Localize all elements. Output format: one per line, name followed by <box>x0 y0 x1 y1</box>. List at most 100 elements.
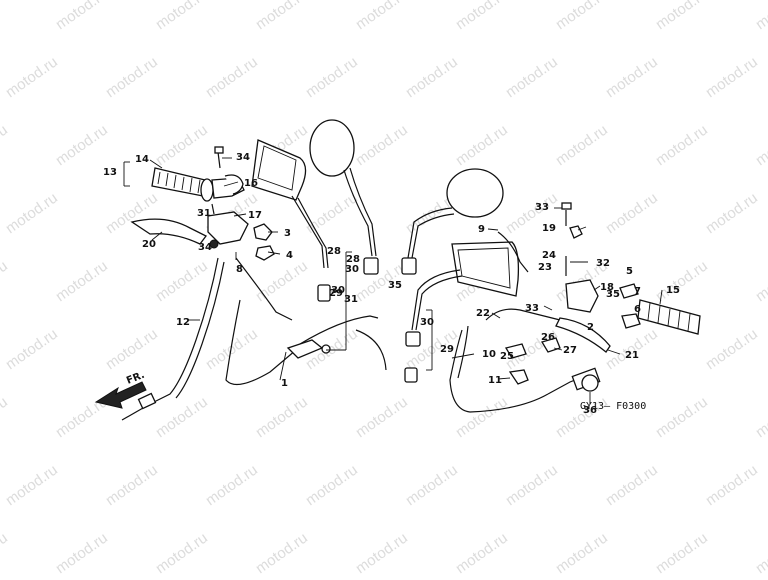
callout-label-1: 1 <box>281 378 288 389</box>
watermark-text: motod.ru <box>53 121 111 169</box>
callout-label-35: 35 <box>388 280 402 291</box>
watermark-text: motod.ru <box>203 325 261 373</box>
callout-label-20: 20 <box>142 239 156 250</box>
callout-labels: 1234567891011121314151617181920212223242… <box>103 152 680 416</box>
watermark-text: motod.ru <box>353 393 411 441</box>
watermark-text: motod.ru <box>153 393 211 441</box>
watermark-text: motod.ru <box>353 0 411 33</box>
callout-label-30: 30 <box>345 264 359 275</box>
watermark-text: motod.ru <box>203 461 261 509</box>
watermark-text: motod.ru <box>353 529 411 576</box>
callout-label-31: 31 <box>344 294 358 305</box>
watermark-text: motod.ru <box>553 0 611 33</box>
watermark-text: motod.ru <box>53 257 111 305</box>
callout-label-18: 18 <box>600 282 614 293</box>
right-throttle-assembly <box>504 202 701 392</box>
right-mirror <box>401 168 520 383</box>
watermark-text: motod.ru <box>0 0 11 33</box>
watermark-text: motod.ru <box>553 121 611 169</box>
callout-label-34: 34 <box>198 242 212 253</box>
watermark-text: motod.ru <box>753 529 768 576</box>
diagram-code: GY13– F0300 <box>580 401 646 412</box>
watermark-text: motod.ru <box>753 257 768 305</box>
watermark-text: motod.ru <box>353 121 411 169</box>
watermark-text: motod.ru <box>53 529 111 576</box>
watermark-text: motod.ru <box>0 393 11 441</box>
watermark-text: motod.ru <box>503 53 561 101</box>
watermark-text: motod.ru <box>253 393 311 441</box>
callout-label-3: 3 <box>284 228 291 239</box>
watermark-text: motod.ru <box>203 53 261 101</box>
callout-label-14: 14 <box>135 154 149 165</box>
watermark-text: motod.ru <box>653 0 711 33</box>
cables <box>121 231 601 421</box>
watermark-text: motod.ru <box>253 257 311 305</box>
callout-label-28: 28 <box>327 246 341 257</box>
watermark-text: motod.ru <box>453 0 511 33</box>
watermark-text: motod.ru <box>103 53 161 101</box>
callout-label-27: 27 <box>563 345 577 356</box>
callout-label-16: 16 <box>244 178 258 189</box>
watermark-text: motod.ru <box>0 257 11 305</box>
watermark-text: motod.ru <box>403 461 461 509</box>
callout-label-36: 36 <box>583 405 597 416</box>
callout-label-29: 29 <box>440 344 454 355</box>
callout-label-10: 10 <box>482 349 496 360</box>
watermark-text: motod.ru <box>553 529 611 576</box>
callout-label-30: 30 <box>420 317 434 328</box>
watermark-text: motod.ru <box>653 529 711 576</box>
callout-label-29: 29 <box>329 288 343 299</box>
watermark-text: motod.ru <box>703 189 761 237</box>
callout-label-2: 2 <box>587 322 594 333</box>
watermark-text: motod.ru <box>603 189 661 237</box>
watermark-text: motod.ru <box>753 121 768 169</box>
watermark-text: motod.ru <box>303 53 361 101</box>
left-mirror <box>251 119 379 302</box>
callout-label-21: 21 <box>625 350 639 361</box>
watermark-text: motod.ru <box>3 53 61 101</box>
watermark-text: motod.ru <box>3 189 61 237</box>
watermark-text: motod.ru <box>303 189 361 237</box>
callout-label-24: 24 <box>542 250 556 261</box>
callout-label-22: 22 <box>476 308 490 319</box>
watermark-text: motod.ru <box>503 461 561 509</box>
watermark-text: motod.ru <box>253 0 311 33</box>
watermark-text: motod.ru <box>153 121 211 169</box>
watermark-text: motod.ru <box>0 529 11 576</box>
watermark-text: motod.ru <box>303 461 361 509</box>
callout-label-17: 17 <box>248 210 262 221</box>
watermark-text: motod.ru <box>453 393 511 441</box>
watermark-text: motod.ru <box>603 461 661 509</box>
watermark-text: motod.ru <box>253 529 311 576</box>
watermark-text: motod.ru <box>0 121 11 169</box>
leader-lines <box>123 157 663 404</box>
callout-label-4: 4 <box>286 250 293 261</box>
watermark-text: motod.ru <box>153 257 211 305</box>
left-grip-assembly <box>151 167 245 202</box>
watermark-text: motod.ru <box>703 53 761 101</box>
clutch-lever-assembly <box>130 146 275 261</box>
callout-label-15: 15 <box>666 285 680 296</box>
callout-label-13: 13 <box>103 167 117 178</box>
watermark-text: motod.ru <box>53 0 111 33</box>
watermark-text: motod.ru <box>653 393 711 441</box>
callout-label-35: 35 <box>606 289 620 300</box>
callout-label-12: 12 <box>176 317 190 328</box>
callout-label-7: 7 <box>634 286 641 297</box>
callout-label-9: 9 <box>478 224 485 235</box>
watermark-text: motod.ru <box>753 393 768 441</box>
callout-label-26: 26 <box>541 332 555 343</box>
callout-label-33: 33 <box>525 303 539 314</box>
watermark-text: motod.ru <box>453 529 511 576</box>
watermark-text: motod.ru <box>3 461 61 509</box>
watermark-text: motod.ru <box>753 0 768 33</box>
callout-label-31: 31 <box>197 208 211 219</box>
watermark-text: motod.ru <box>153 0 211 33</box>
callout-label-11: 11 <box>488 375 502 386</box>
watermark-text: motod.ru <box>653 121 711 169</box>
callout-label-32: 32 <box>596 258 610 269</box>
watermark-text: motod.ru <box>703 461 761 509</box>
